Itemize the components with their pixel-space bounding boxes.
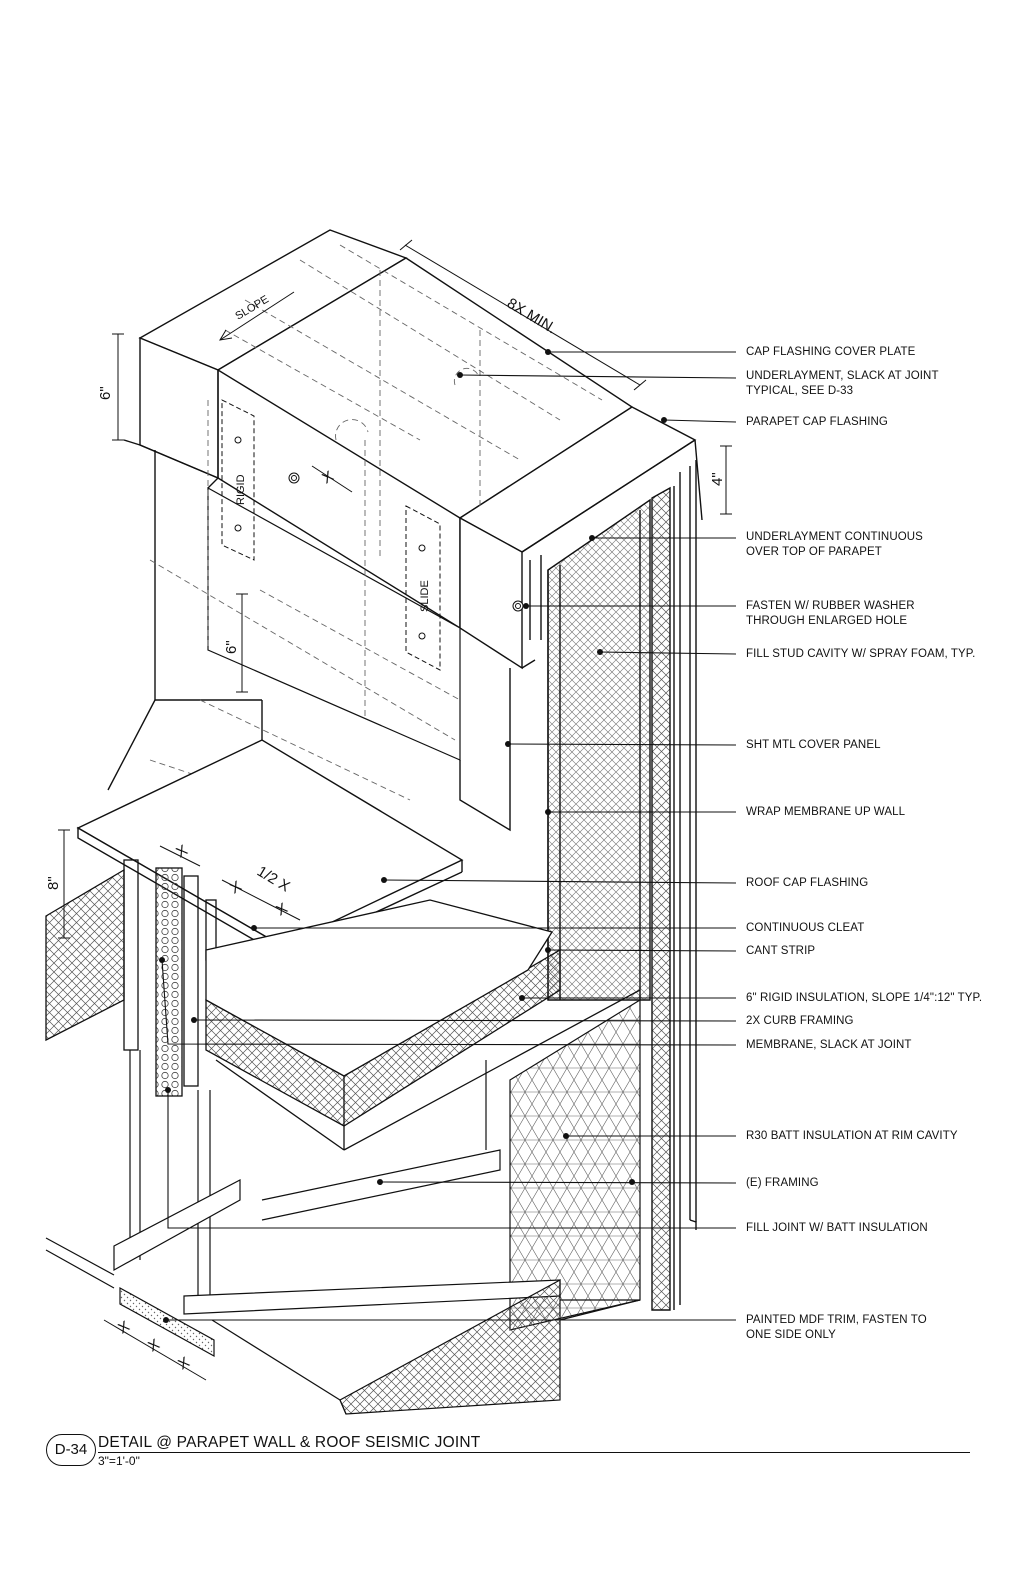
hidden-lines [149, 244, 603, 831]
note-cap-flashing-cover-plate: CAP FLASHING COVER PLATE [746, 346, 916, 358]
title-underline [98, 1452, 970, 1453]
gap-top-dim: X [319, 468, 336, 488]
lower-framing [45, 998, 641, 1415]
note-fill-joint: FILL JOINT W/ BATT INSULATION [746, 1222, 928, 1234]
dimension-lines [58, 239, 732, 1381]
note-parapet-cap-flashing: PARAPET CAP FLASHING [746, 416, 888, 428]
note-membrane-slack: MEMBRANE, SLACK AT JOINT [746, 1039, 912, 1051]
leader-fill-stud-cavity [599, 651, 737, 655]
note-r30-batt: R30 BATT INSULATION AT RIM CAVITY [746, 1130, 958, 1142]
leader-parapet-cap-flashing [663, 419, 737, 423]
note-wrap-membrane: WRAP MEMBRANE UP WALL [746, 806, 906, 818]
exterior-wall [529, 460, 697, 1311]
detail-scale: 3"=1'-0" [98, 1454, 140, 1468]
parapet-cap-assembly [107, 229, 703, 832]
leader-existing-framing [379, 1181, 737, 1184]
leader-fill-joint [167, 1090, 736, 1229]
note-roof-cap-flashing: ROOF CAP FLASHING [746, 877, 869, 889]
cap-height-dim: 6" [97, 386, 114, 400]
slide-panel-label: SLIDE [419, 580, 431, 612]
rigid-panel-label: RIGID [235, 474, 247, 505]
leader-roof-cap-flashing [383, 879, 737, 884]
panel-holes [234, 436, 524, 640]
note-curb-framing: 2X CURB FRAMING [746, 1015, 854, 1027]
note-cant-strip: CANT STRIP [746, 945, 816, 957]
note-continuous-cleat: CONTINUOUS CLEAT [746, 922, 865, 934]
curb-height-dim: 8" [45, 876, 62, 890]
detail-number-bubble: D-34 [46, 1434, 96, 1466]
title-block: D-34 DETAIL @ PARAPET WALL & ROOF SEISMI… [46, 1432, 970, 1472]
leader-lines [161, 351, 737, 1321]
note-sht-mtl-cover-panel: SHT MTL COVER PANEL [746, 739, 881, 751]
leader-curb-framing [193, 1019, 737, 1022]
lap-dim: 6" [223, 640, 240, 654]
leader-sht-mtl-cover-panel [507, 743, 737, 746]
note-existing-framing: (E) FRAMING [746, 1177, 819, 1189]
roof-insulation [45, 868, 641, 1151]
drip-dim: 4" [709, 472, 726, 486]
leader-underlayment-slack [459, 374, 737, 379]
note-fill-stud-cavity: FILL STUD CAVITY W/ SPRAY FOAM, TYP. [746, 648, 976, 660]
curb-joint [123, 859, 217, 1097]
note-rigid-insulation: 6" RIGID INSULATION, SLOPE 1/4":12" TYP. [746, 992, 983, 1004]
detail-title: DETAIL @ PARAPET WALL & ROOF SEISMIC JOI… [98, 1434, 481, 1451]
leader-membrane-slack [161, 959, 737, 1046]
gap-trim-a-dim: X [115, 1318, 132, 1338]
joint-panels [221, 399, 441, 671]
leader-dots [159, 349, 667, 1323]
leader-cant-strip [547, 949, 737, 952]
